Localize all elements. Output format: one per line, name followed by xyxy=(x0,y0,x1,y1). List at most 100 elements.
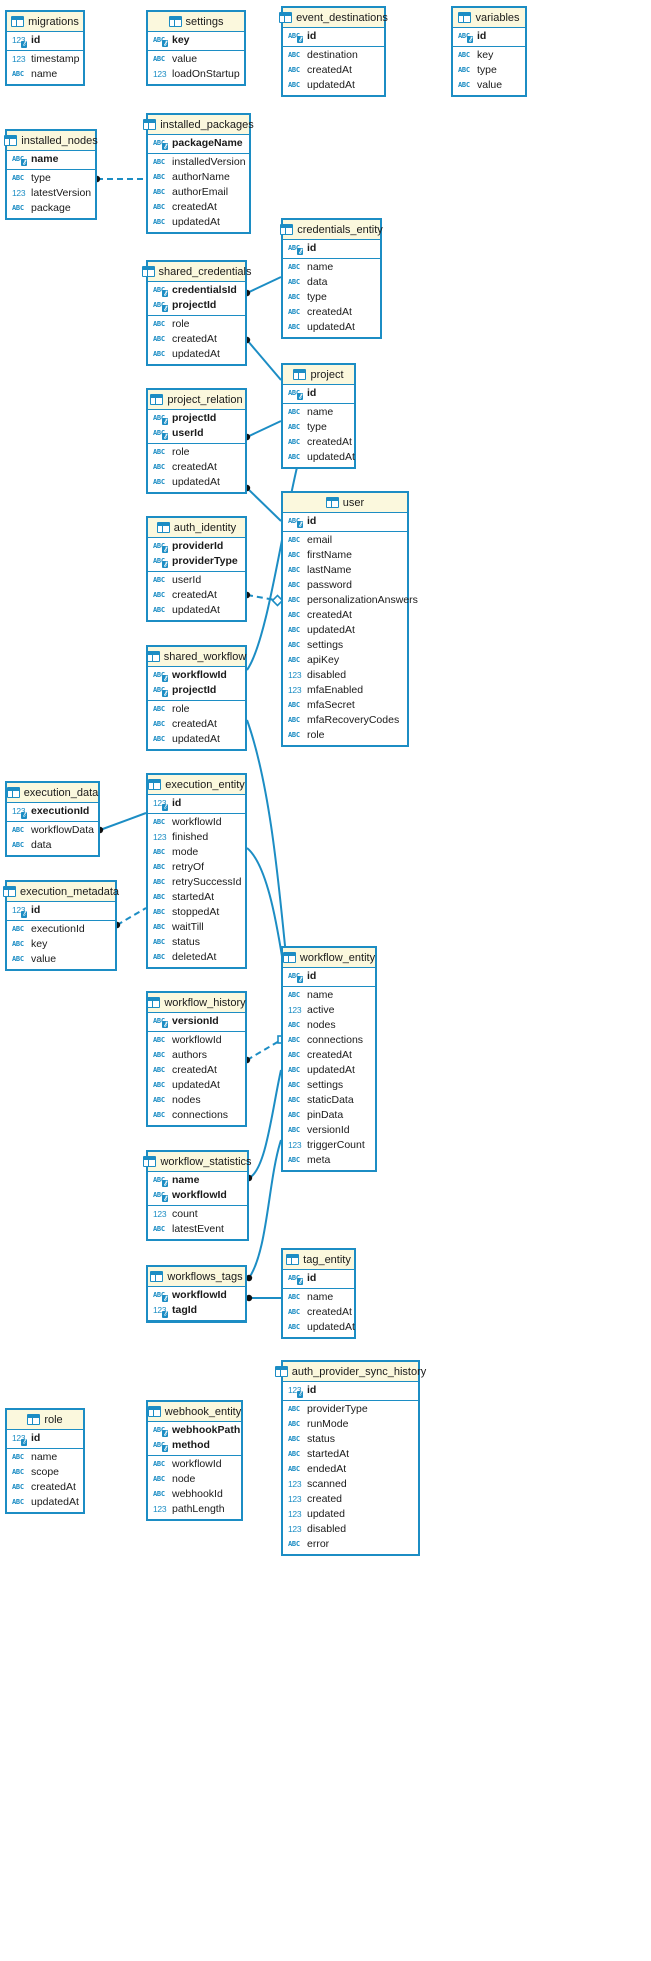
entity-primary-key-row[interactable]: ABC⚷key xyxy=(148,33,244,48)
entity-primary-key-row[interactable]: ABC⚷name xyxy=(7,152,95,167)
entity-primary-key-row[interactable]: ABC⚷id xyxy=(283,29,384,44)
entity-primary-key-row[interactable]: ABC⚷projectId xyxy=(148,683,245,698)
entity-primary-key-row[interactable]: ABC⚷id xyxy=(283,1271,354,1286)
entity-primary-key-row[interactable]: 123⚷id xyxy=(7,903,115,918)
entity-primary-key-row[interactable]: ABC⚷id xyxy=(453,29,525,44)
entity-primary-key-row[interactable]: ABC⚷id xyxy=(283,969,375,984)
entity-primary-key-row[interactable]: 123⚷id xyxy=(148,796,245,811)
entity-primary-key-row[interactable]: ABC⚷workflowId xyxy=(148,1188,247,1203)
entity-primary-key-row[interactable]: ABC⚷workflowId xyxy=(148,668,245,683)
entity-primary-key-row[interactable]: ABC⚷workflowId xyxy=(148,1288,245,1303)
entity-primary-key-row[interactable]: ABC⚷method xyxy=(148,1438,241,1453)
entity-primary-key-row[interactable]: ABC⚷name xyxy=(148,1173,247,1188)
entity-primary-key-row[interactable]: 123⚷tagId xyxy=(148,1303,245,1318)
entity-primary-key-row[interactable]: ABC⚷id xyxy=(283,386,354,401)
